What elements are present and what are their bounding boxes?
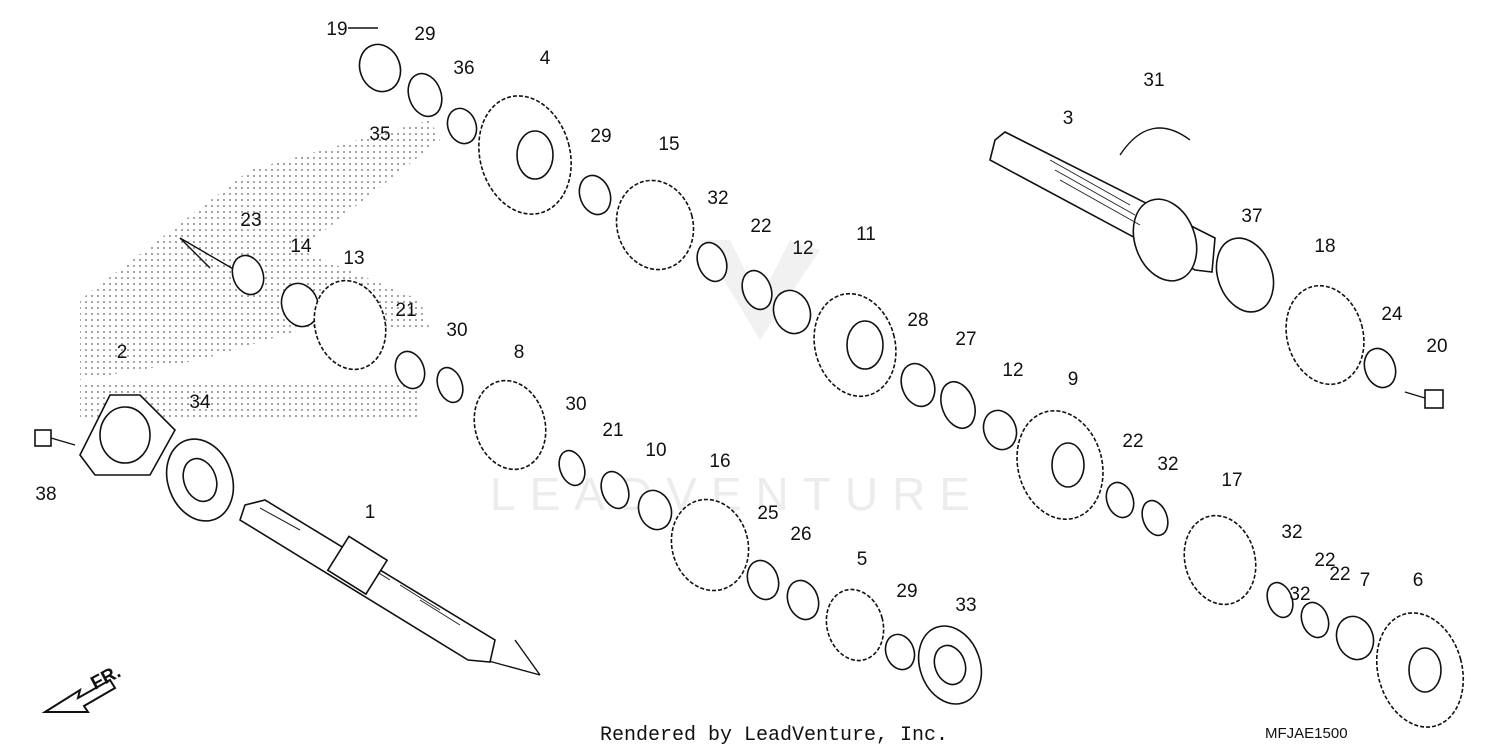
part-callout-17: 17 [1221,470,1242,491]
part-callout-29: 29 [896,581,917,602]
part-callout-37: 37 [1241,206,1262,227]
part-callout-29: 29 [590,126,611,147]
part-callout-36: 36 [453,58,474,79]
part-callout-8: 8 [514,342,525,363]
part-callout-29: 29 [414,24,435,45]
part-callout-27: 27 [955,329,976,350]
countershaft [989,131,1216,282]
part-callout-25: 25 [757,503,778,524]
footer-credit: Rendered by LeadVenture, Inc. [600,724,948,747]
part-callout-12: 12 [1002,360,1023,381]
part-callout-31: 31 [1143,70,1164,91]
part-callout-3: 3 [1063,108,1074,129]
part-callout-34: 34 [189,392,211,413]
part-callout-38: 38 [35,484,56,505]
part-callout-33: 33 [955,595,976,616]
part-callout-26: 26 [790,524,811,545]
bolt-20 [1404,389,1444,409]
part-callouts: 1234567891011121213141516171819202121222… [35,19,1447,616]
part-callout-22: 22 [1314,550,1335,571]
part-callout-13: 13 [343,248,364,269]
part-callout-6: 6 [1413,570,1424,591]
part-callout-2: 2 [117,342,128,363]
part-callout-30: 30 [565,394,586,415]
part-callout-24: 24 [1381,304,1403,325]
part-callout-20: 20 [1426,336,1447,357]
part-callout-4: 4 [540,48,551,69]
part-callout-5: 5 [857,549,868,570]
part-callout-23: 23 [240,210,261,231]
part-callout-21: 21 [602,420,623,441]
bolt-38 [34,429,76,447]
part-callout-32: 32 [1281,522,1302,543]
diagram-code: MFJAE1500 [1265,725,1348,742]
part-callout-15: 15 [658,134,679,155]
part-callout-7: 7 [1360,570,1371,591]
part-callout-28: 28 [907,310,928,331]
part-callout-35: 35 [369,124,390,145]
part-callout-1: 1 [365,502,376,523]
washers-and-clips [231,72,1397,671]
part-callout-11: 11 [856,224,876,245]
part-callout-9: 9 [1068,369,1079,390]
mainshaft [239,499,496,663]
part-callout-21: 21 [395,300,416,321]
part-callout-10: 10 [645,440,666,461]
part-callout-18: 18 [1314,236,1335,257]
bearings [165,43,1375,705]
gears [313,95,1465,728]
part-callout-32: 32 [1157,454,1178,475]
bearing-holder-plate [79,394,176,476]
part-callout-22: 22 [750,216,771,237]
front-direction-arrow: FR. [41,662,124,713]
part-callout-22: 22 [1122,431,1143,452]
part-callout-30: 30 [446,320,467,341]
part-callout-14: 14 [290,236,312,257]
part-callout-32: 32 [1289,584,1310,605]
part-callout-19: 19 [326,19,347,40]
part-callout-16: 16 [709,451,730,472]
leader-lines [179,27,541,676]
part-callout-22: 22 [1329,564,1350,585]
part-callout-12: 12 [792,238,813,259]
part-callout-32: 32 [707,188,728,209]
